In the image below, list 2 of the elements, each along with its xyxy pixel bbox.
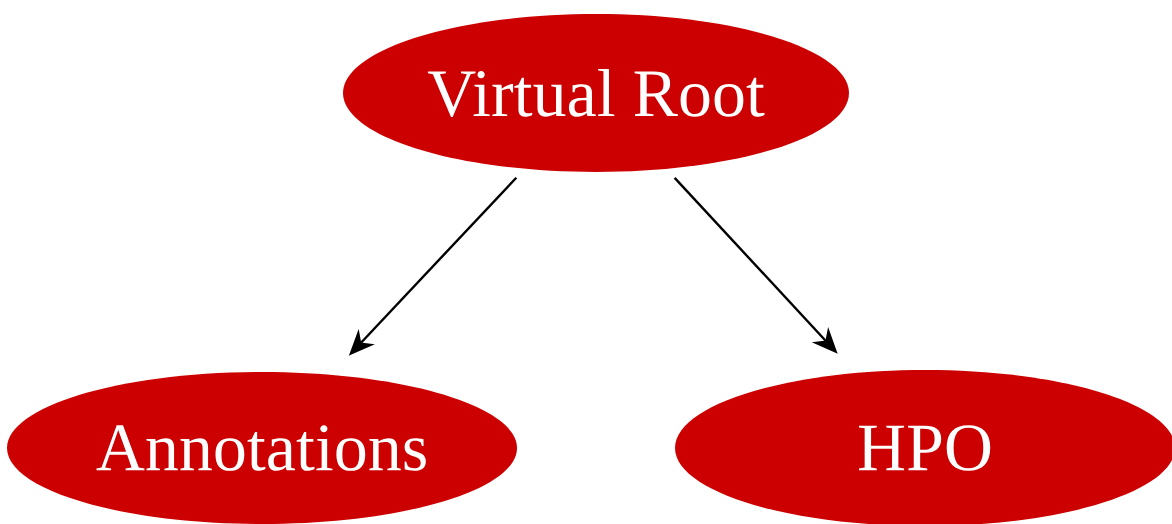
ellipse-node: Virtual Root — [343, 14, 849, 172]
ellipse-node: Annotations — [7, 372, 517, 524]
